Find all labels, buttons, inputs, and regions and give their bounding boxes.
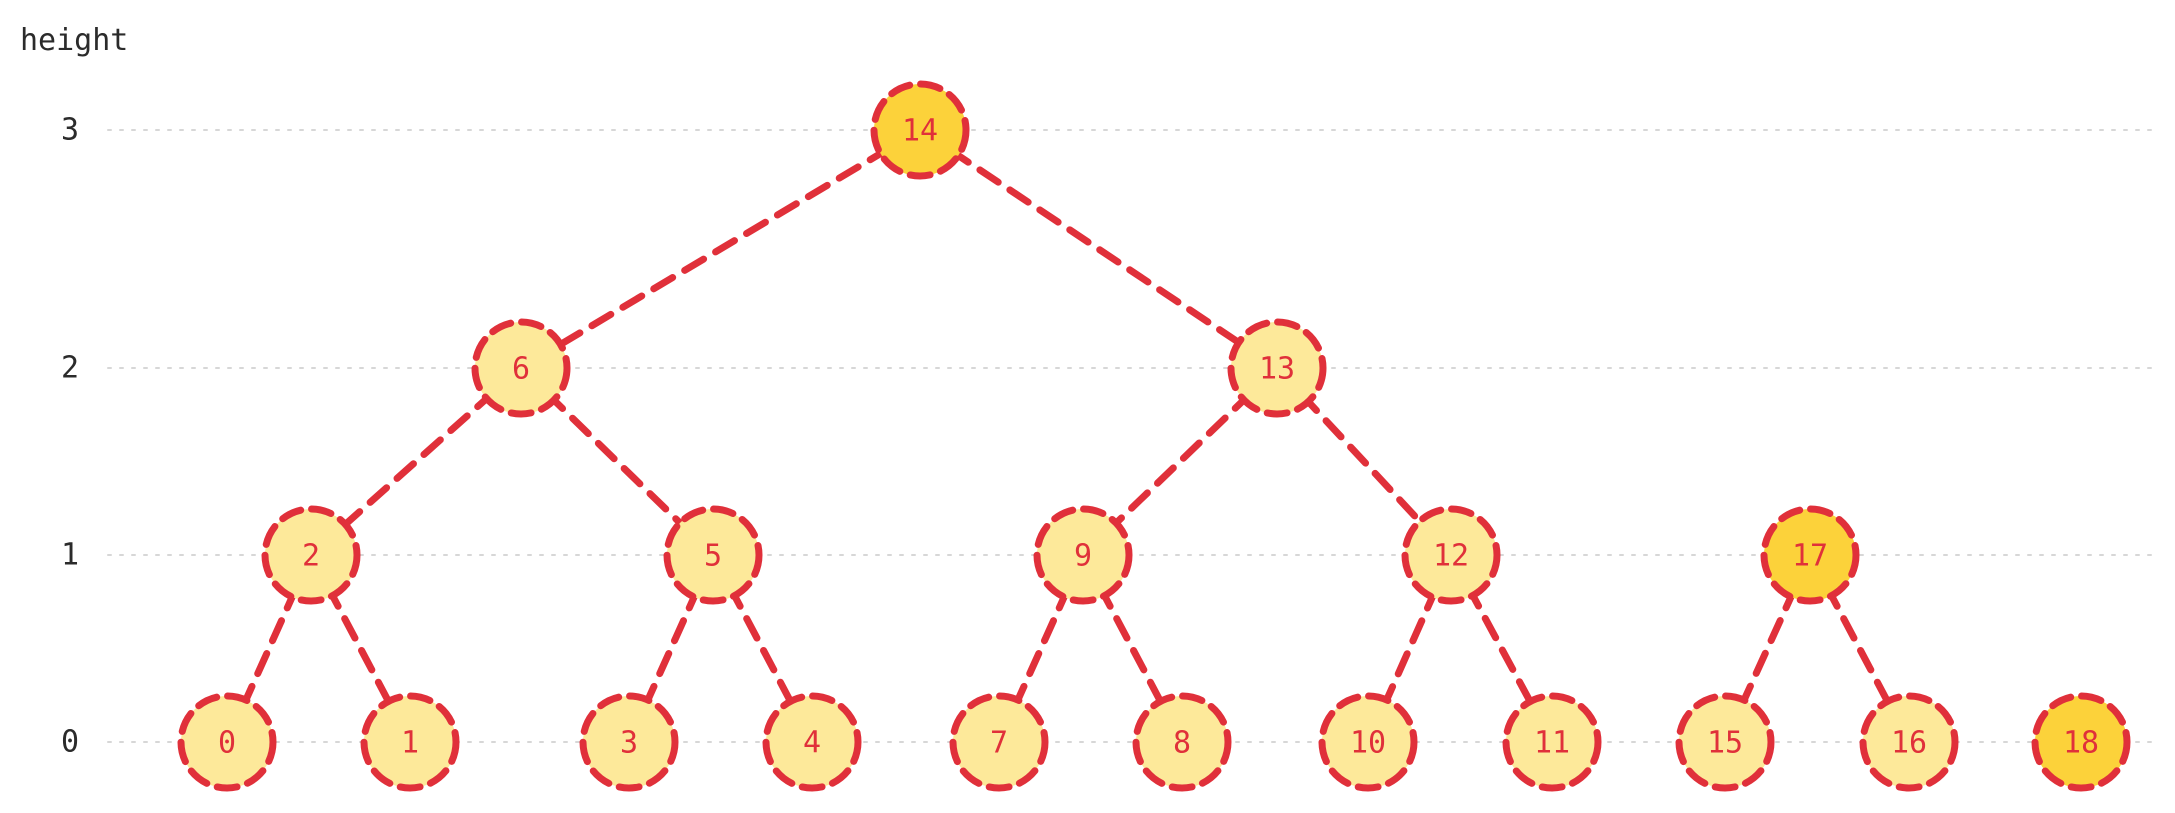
node-circle-14: [870, 80, 970, 180]
node-circle-15: [1675, 692, 1775, 792]
tick-label-height-0: 0: [61, 725, 79, 760]
node-label-9: 9: [1074, 539, 1092, 574]
node-label-10: 10: [1350, 726, 1386, 761]
node-label-14: 14: [902, 114, 938, 149]
node-label-1: 1: [401, 726, 419, 761]
tree-node-12: 12: [1401, 505, 1501, 605]
tick-label-height-3: 3: [61, 113, 79, 148]
tree-node-7: 7: [949, 692, 1049, 792]
node-label-11: 11: [1534, 726, 1570, 761]
tree-node-1: 1: [360, 692, 460, 792]
tree-node-16: 16: [1859, 692, 1959, 792]
node-circle-0: [177, 692, 277, 792]
tree-node-6: 6: [471, 318, 571, 418]
node-circle-3: [579, 692, 679, 792]
node-circle-8: [1132, 692, 1232, 792]
node-circle-5: [663, 505, 763, 605]
node-circle-10: [1318, 692, 1418, 792]
node-label-18: 18: [2063, 726, 2099, 761]
node-label-2: 2: [302, 539, 320, 574]
edge-14-13: [916, 126, 1281, 372]
node-circle-6: [471, 318, 571, 418]
node-circle-9: [1033, 505, 1133, 605]
node-circle-18: [2031, 692, 2131, 792]
tree-node-2: 2: [261, 505, 361, 605]
node-circle-4: [762, 692, 862, 792]
tree-node-0: 0: [177, 692, 277, 792]
node-label-5: 5: [704, 539, 722, 574]
node-label-3: 3: [620, 726, 638, 761]
tree-node-17: 17: [1760, 505, 1860, 605]
node-label-17: 17: [1792, 539, 1828, 574]
node-circle-2: [261, 505, 361, 605]
y-axis-title: height: [20, 23, 128, 58]
node-label-13: 13: [1259, 352, 1295, 387]
node-label-0: 0: [218, 726, 236, 761]
node-circle-7: [949, 692, 1049, 792]
tree-node-13: 13: [1227, 318, 1327, 418]
node-circle-17: [1760, 505, 1860, 605]
tree-node-11: 11: [1502, 692, 1602, 792]
node-label-12: 12: [1433, 539, 1469, 574]
node-label-8: 8: [1173, 726, 1191, 761]
tree-node-4: 4: [762, 692, 862, 792]
node-label-4: 4: [803, 726, 821, 761]
tree-node-5: 5: [663, 505, 763, 605]
node-circle-11: [1502, 692, 1602, 792]
tree-node-14: 14: [870, 80, 970, 180]
node-label-16: 16: [1891, 726, 1927, 761]
node-circle-12: [1401, 505, 1501, 605]
height-tick-labels: 0 1 2 3: [61, 113, 79, 760]
tree-node-8: 8: [1132, 692, 1232, 792]
node-circle-1: [360, 692, 460, 792]
node-label-6: 6: [512, 352, 530, 387]
node-label-15: 15: [1707, 726, 1743, 761]
tree-node-3: 3: [579, 692, 679, 792]
node-circle-13: [1227, 318, 1327, 418]
tree-node-18: 18: [2031, 692, 2131, 792]
tree-node-10: 10: [1318, 692, 1418, 792]
node-label-7: 7: [990, 726, 1008, 761]
tree-node-15: 15: [1675, 692, 1775, 792]
tree-edges: [223, 126, 1913, 746]
node-circle-16: [1859, 692, 1959, 792]
edge-14-6: [517, 126, 924, 372]
tick-label-height-1: 1: [61, 538, 79, 573]
tick-label-height-2: 2: [61, 351, 79, 386]
tree-node-9: 9: [1033, 505, 1133, 605]
